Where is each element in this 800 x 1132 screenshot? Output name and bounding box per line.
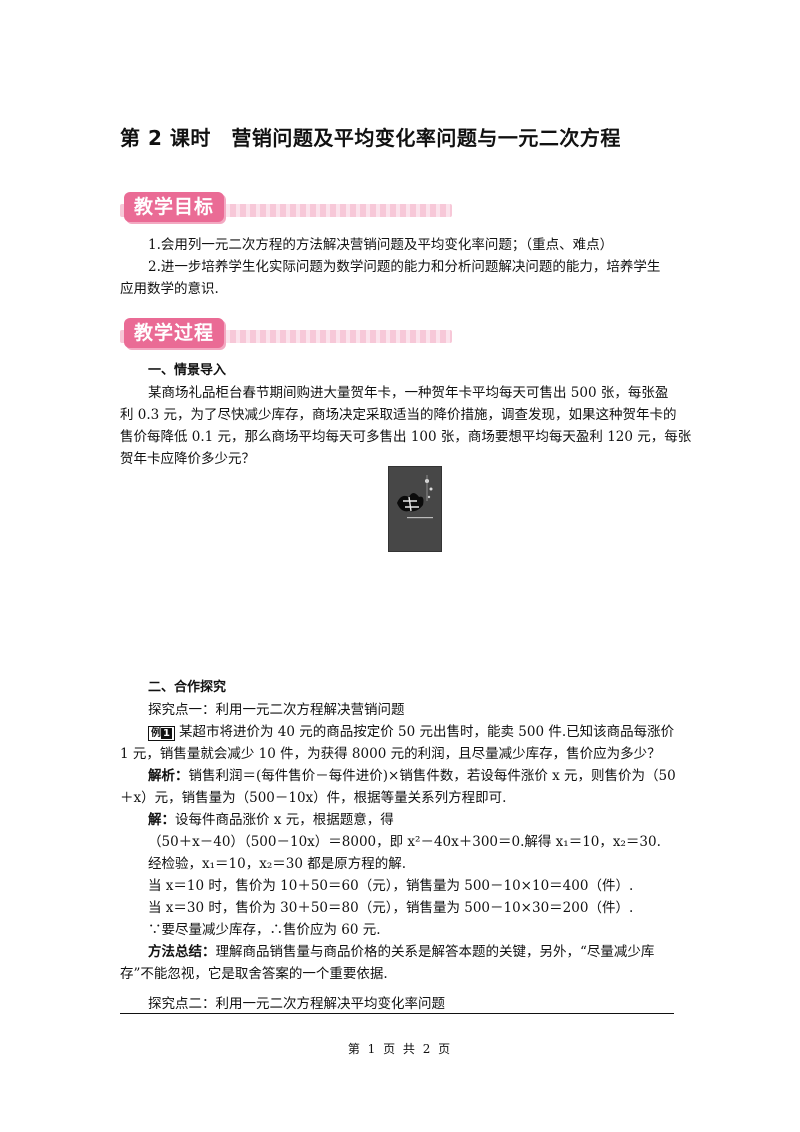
solution-line: （50＋x－40）（500－10x）＝8000，即 x²－40x＋300＝0.解…	[148, 834, 661, 850]
exploration-point-2: 探究点二：利用一元二次方程解决平均变化率问题	[148, 996, 445, 1012]
paragraph-line: 贺年卡应降价多少元？	[120, 451, 255, 467]
footer-divider	[120, 1013, 674, 1014]
paragraph-line: 售价每降低 0.1 元，那么商场平均每天可多售出 100 张，商场要想平均每天盈…	[120, 429, 692, 445]
banner-teaching-goals: 教学目标	[120, 190, 452, 224]
summary-line: 方法总结：理解商品销售量与商品价格的关系是解答本题的关键，另外，“尽量减少库	[148, 944, 655, 960]
lesson-title: 第 2 课时 营销问题及平均变化率问题与一元二次方程	[120, 126, 621, 150]
solution-line: 解：设每件商品涨价 x 元，根据题意，得	[148, 812, 394, 828]
analysis-label: 解析：	[148, 768, 189, 784]
banner-teaching-process: 教学过程	[120, 316, 452, 350]
solution-line: ∵要尽量减少库存，∴售价应为 60 元.	[148, 922, 381, 938]
solution-line: 经检验，x₁＝10，x₂＝30 都是原方程的解.	[148, 856, 406, 872]
banner-label: 教学过程	[124, 318, 225, 348]
section-heading: 二、合作探究	[148, 680, 227, 695]
exploration-point-1: 探究点一：利用一元二次方程解决营销问题	[148, 702, 405, 718]
goal-line: 2.进一步培养学生化实际问题为数学问题的能力和分析问题解决问题的能力，培养学生	[148, 259, 661, 275]
page-number: 第 1 页 共 2 页	[347, 1042, 453, 1056]
greeting-card-image	[388, 466, 442, 552]
example-line: 1 元，销售量就会减少 10 件，为获得 8000 元的利润，且尽量减少库存，售…	[120, 746, 661, 762]
analysis-line: 解析：销售利润＝(每件售价－每件进价)×销售件数，若设每件涨价 x 元，则售价为…	[148, 768, 676, 784]
goal-line: 应用数学的意识.	[120, 281, 219, 297]
section-heading: 一、情景导入	[148, 363, 227, 378]
banner-label: 教学目标	[124, 192, 225, 222]
goal-line: 1.会用列一元二次方程的方法解决营销问题及平均变化率问题；（重点、难点）	[148, 237, 614, 253]
solution-line: 当 x＝30 时，售价为 30＋50＝80（元），销售量为 500－10×30＝…	[148, 900, 634, 916]
paragraph-line: 某商场礼品柜台春节期间购进大量贺年卡，一种贺年卡平均每天可售出 500 张，每张…	[148, 385, 669, 401]
summary-label: 方法总结：	[148, 944, 216, 960]
summary-line: 存”不能忽视，它是取舍答案的一个重要依据.	[120, 966, 388, 982]
analysis-line: ＋x）元，销售量为（500－10x）件，根据等量关系列方程即可.	[120, 790, 507, 806]
paragraph-line: 利 0.3 元，为了尽快减少库存，商场决定采取适当的降价措施，调查发现，如果这种…	[120, 407, 677, 423]
solution-label: 解：	[148, 812, 175, 828]
greeting-card-graphic	[389, 467, 441, 551]
solution-line: 当 x＝10 时，售价为 10＋50＝60（元），销售量为 500－10×10＝…	[148, 878, 634, 894]
